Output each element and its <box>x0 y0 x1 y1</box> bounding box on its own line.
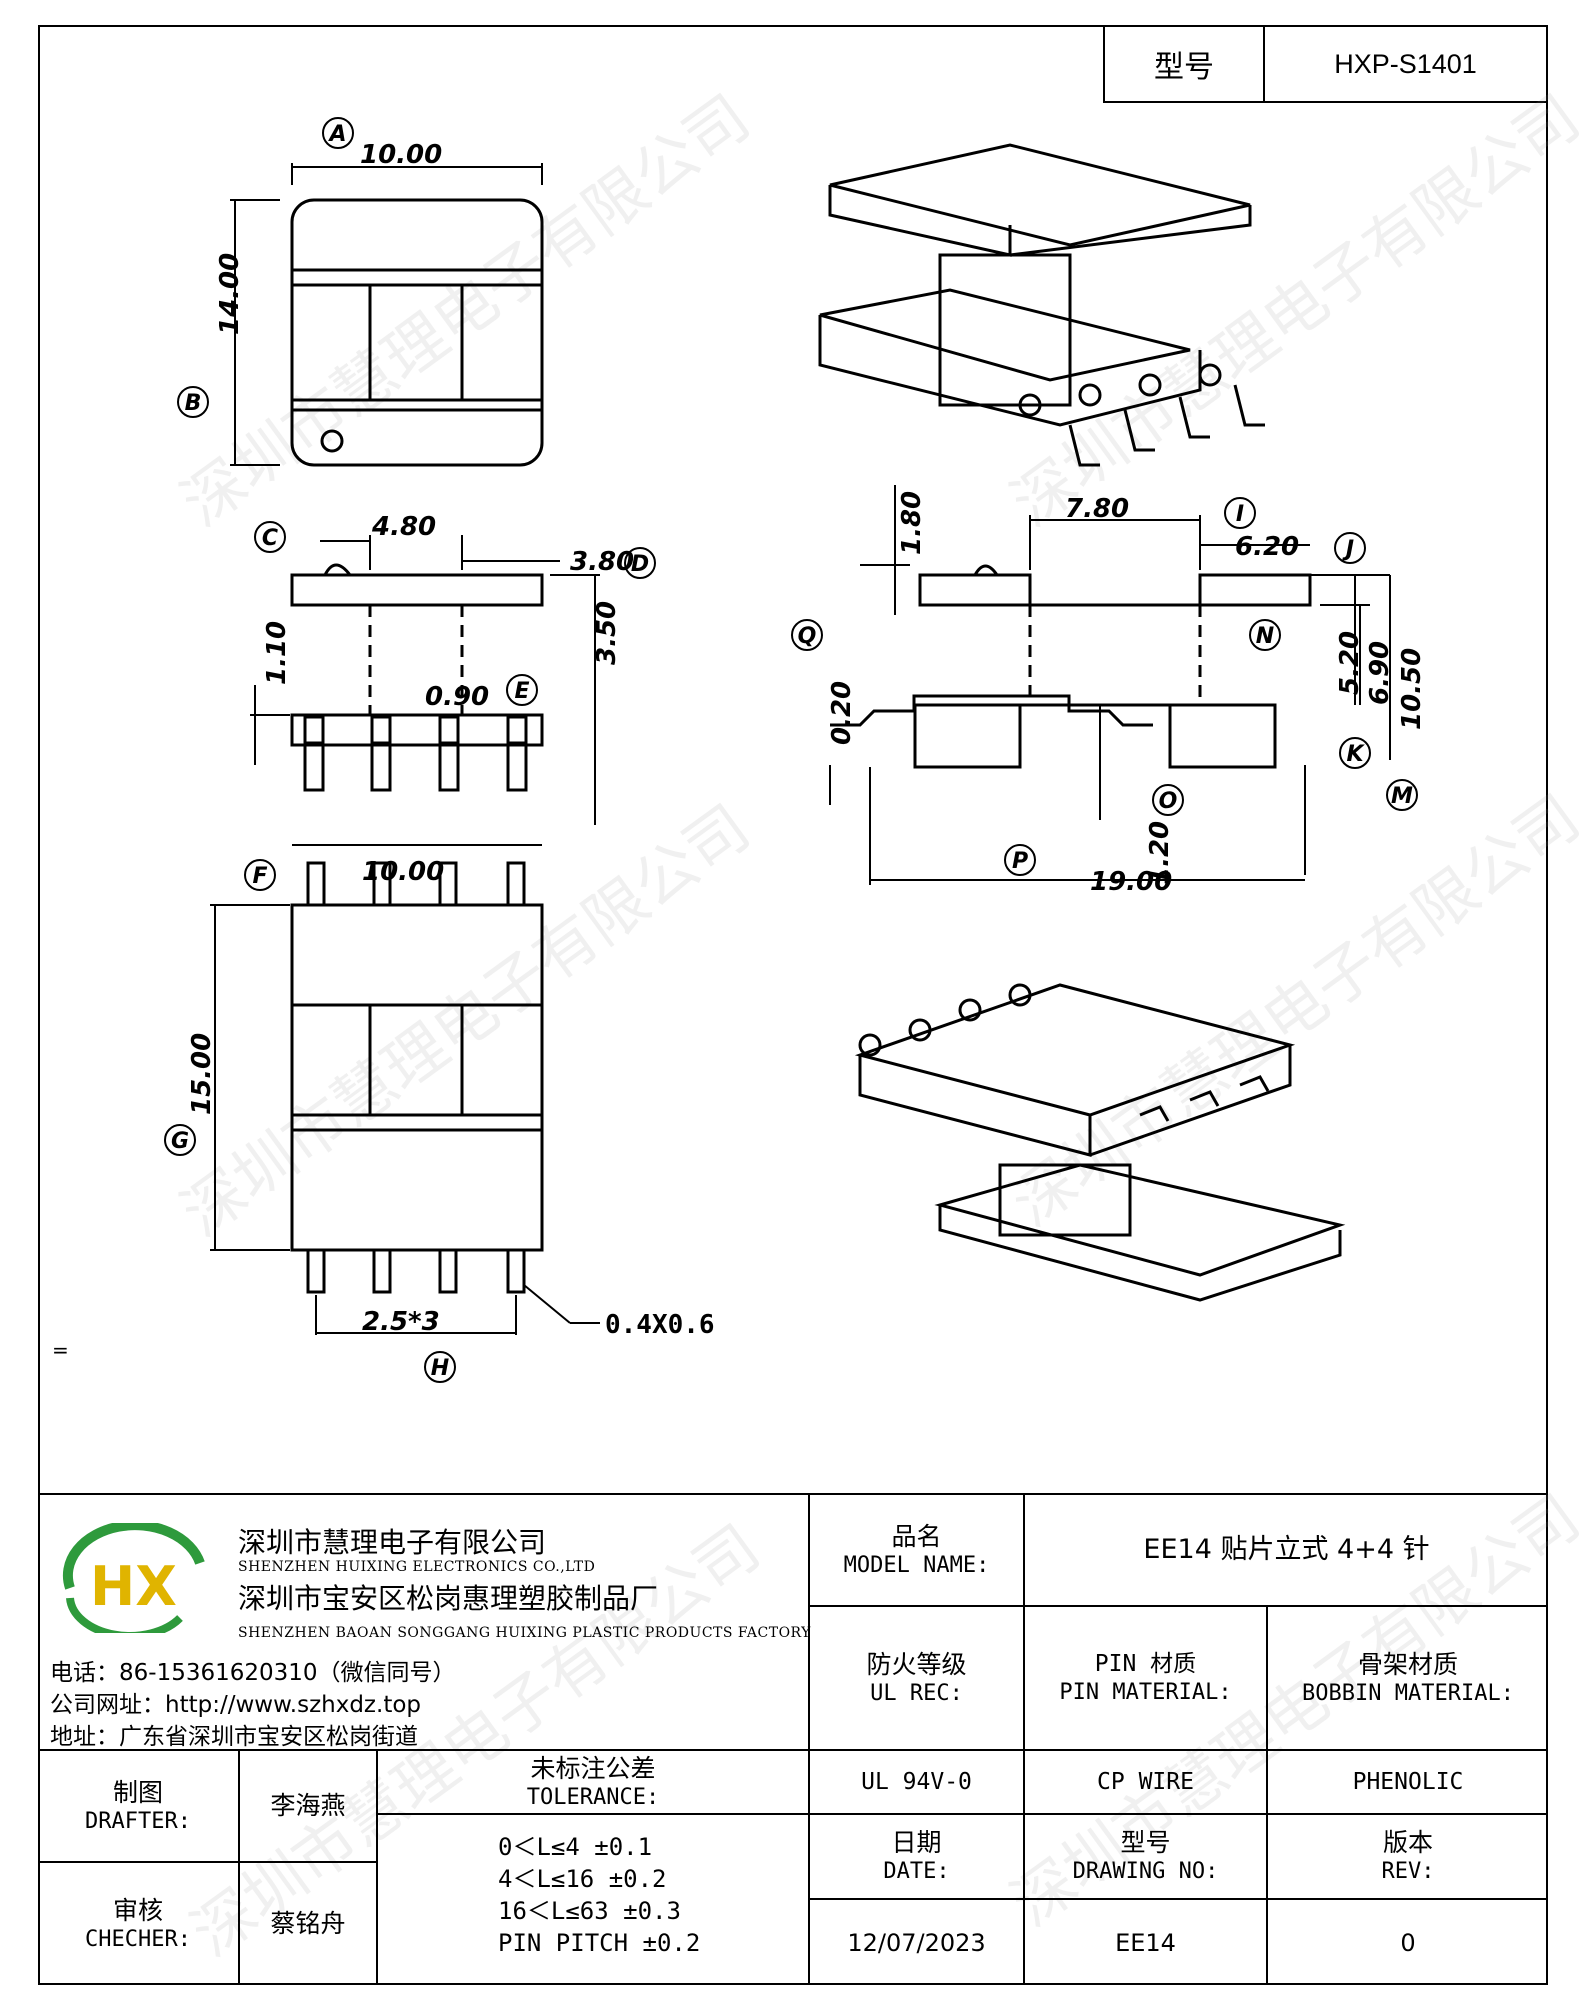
dim-front-1050: 10.50 <box>1397 648 1427 730</box>
dim-side-d: 3.80 <box>570 547 634 577</box>
ul-value: UL 94V-0 <box>861 1768 972 1795</box>
side-view <box>250 535 600 825</box>
letter-h: H <box>431 1356 449 1381</box>
dim-front-1900: 19.00 <box>1090 867 1172 897</box>
drafter-label: 制图 DRAFTER: <box>85 1777 191 1834</box>
tolerance-line: 0＜L≤4 ±0.1 <box>498 1833 653 1861</box>
contact-phone: 电话：86-15361620310（微信同号） <box>50 1660 456 1686</box>
logo-text: HX <box>90 1555 177 1618</box>
letter-b: B <box>185 391 202 416</box>
pin-material-value: CP WIRE <box>1097 1768 1194 1795</box>
factory-name-cn: 深圳市宝安区松岗惠理塑胶制品厂 <box>238 1582 659 1615</box>
tolerance-list: 0＜L≤4 ±0.1 4＜L≤16 ±0.2 16＜L≤63 ±0.3 PIN … <box>498 1831 700 1959</box>
dim-pitch: 2.5*3 <box>362 1307 440 1337</box>
letter-g: G <box>171 1129 189 1154</box>
letter-m: M <box>1391 784 1413 809</box>
marker-text: = <box>52 1338 69 1362</box>
bobbin-material-label: 骨架材质 BOBBIN MATERIAL: <box>1302 1649 1514 1706</box>
dim-front-180: 1.80 <box>897 491 927 555</box>
dim-top-width: 10.00 <box>360 140 442 170</box>
company-name-en: SHENZHEN HUIXING ELECTRONICS CO.,LTD <box>238 1559 596 1575</box>
checker-value: 蔡铭舟 <box>270 1909 346 1939</box>
rev-value: 0 <box>1400 1928 1416 1957</box>
dim-bottom-width: 10.00 <box>362 857 444 887</box>
model-box: 型号 HXP-S1401 <box>1103 25 1548 103</box>
date-label: 日期 DATE: <box>883 1828 950 1885</box>
drawing-no-label: 型号 DRAWING NO: <box>1072 1828 1219 1885</box>
contact-address: 地址：广东省深圳市宝安区松岗街道 <box>50 1724 418 1750</box>
drawing-frame <box>38 25 1548 1985</box>
contact-website: 公司网址：http://www.szhxdz.top <box>50 1692 422 1718</box>
dim-side-c: 4.80 <box>371 512 436 542</box>
letter-i: I <box>1236 502 1244 527</box>
top-view <box>230 163 544 467</box>
model-name-value: EE14 贴片立式 4+4 针 <box>1143 1534 1430 1566</box>
company-name-cn: 深圳市慧理电子有限公司 <box>238 1526 547 1559</box>
dim-top-height: 14.00 <box>215 253 245 335</box>
tolerance-label: 未标注公差 TOLERANCE: <box>526 1753 660 1810</box>
iso-view-bottom <box>854 983 1346 1302</box>
dim-front-620: 6.20 <box>1235 532 1299 562</box>
ul-label: 防火等级 UL REC: <box>866 1649 967 1706</box>
dim-front-520: 5.20 <box>1335 631 1365 695</box>
dim-bottom-height: 15.00 <box>187 1033 217 1115</box>
dim-side-110: 1.10 <box>262 621 292 685</box>
pin-material-label: PIN 材质 PIN MATERIAL: <box>1059 1650 1232 1705</box>
letter-k: K <box>1346 742 1365 767</box>
dim-side-350: 3.50 <box>592 601 622 665</box>
tolerance-line: PIN PITCH ±0.2 <box>498 1929 701 1957</box>
letter-q: Q <box>798 624 817 649</box>
dim-side-090: 0.90 <box>425 682 489 712</box>
front-view <box>829 485 1391 885</box>
letter-e: E <box>514 679 529 704</box>
tolerance-line: 16＜L≤63 ±0.3 <box>498 1897 681 1925</box>
letter-a: A <box>327 122 346 147</box>
drafter-value: 李海燕 <box>270 1791 346 1821</box>
dim-front-690: 6.90 <box>1365 641 1395 705</box>
letter-d: D <box>631 552 649 577</box>
letter-o: O <box>1159 789 1178 814</box>
factory-name-en: SHENZHEN BAOAN SONGGANG HUIXING PLASTIC … <box>238 1625 811 1641</box>
letter-f: F <box>252 864 267 889</box>
letter-n: N <box>1256 624 1274 649</box>
model-value: HXP-S1401 <box>1334 48 1477 79</box>
drawing-no-value: EE14 <box>1115 1928 1176 1957</box>
title-block: HX 深圳市慧理电子有限公司 SHENZHEN HUIXING ELECTRON… <box>38 1493 1548 1987</box>
technical-drawing: 10.00 14.00 4.80 3.80 1.10 3.50 0.90 1.8… <box>164 117 1427 1383</box>
model-name-label: 品名 MODEL NAME: <box>843 1521 990 1578</box>
rev-label: 版本 REV: <box>1381 1828 1435 1885</box>
dim-pin-size: 0.4X0.6 <box>605 1310 715 1340</box>
date-value: 12/07/2023 <box>847 1928 986 1957</box>
tolerance-line: 4＜L≤16 ±0.2 <box>498 1865 667 1893</box>
bottom-view <box>210 844 600 1335</box>
letter-c: C <box>262 526 278 551</box>
letter-j: J <box>1342 537 1354 562</box>
bobbin-material-value: PHENOLIC <box>1352 1768 1464 1795</box>
company-logo: HX <box>62 1523 205 1633</box>
dim-front-120: 1.20 <box>1145 821 1175 885</box>
letter-p: P <box>1012 849 1028 874</box>
iso-view-top <box>818 143 1265 467</box>
dim-front-780: 7.80 <box>1065 494 1129 524</box>
checker-label: 审核 CHECHER: <box>85 1895 191 1952</box>
model-label: 型号 <box>1105 27 1265 101</box>
dim-front-020: 0.20 <box>827 681 857 745</box>
